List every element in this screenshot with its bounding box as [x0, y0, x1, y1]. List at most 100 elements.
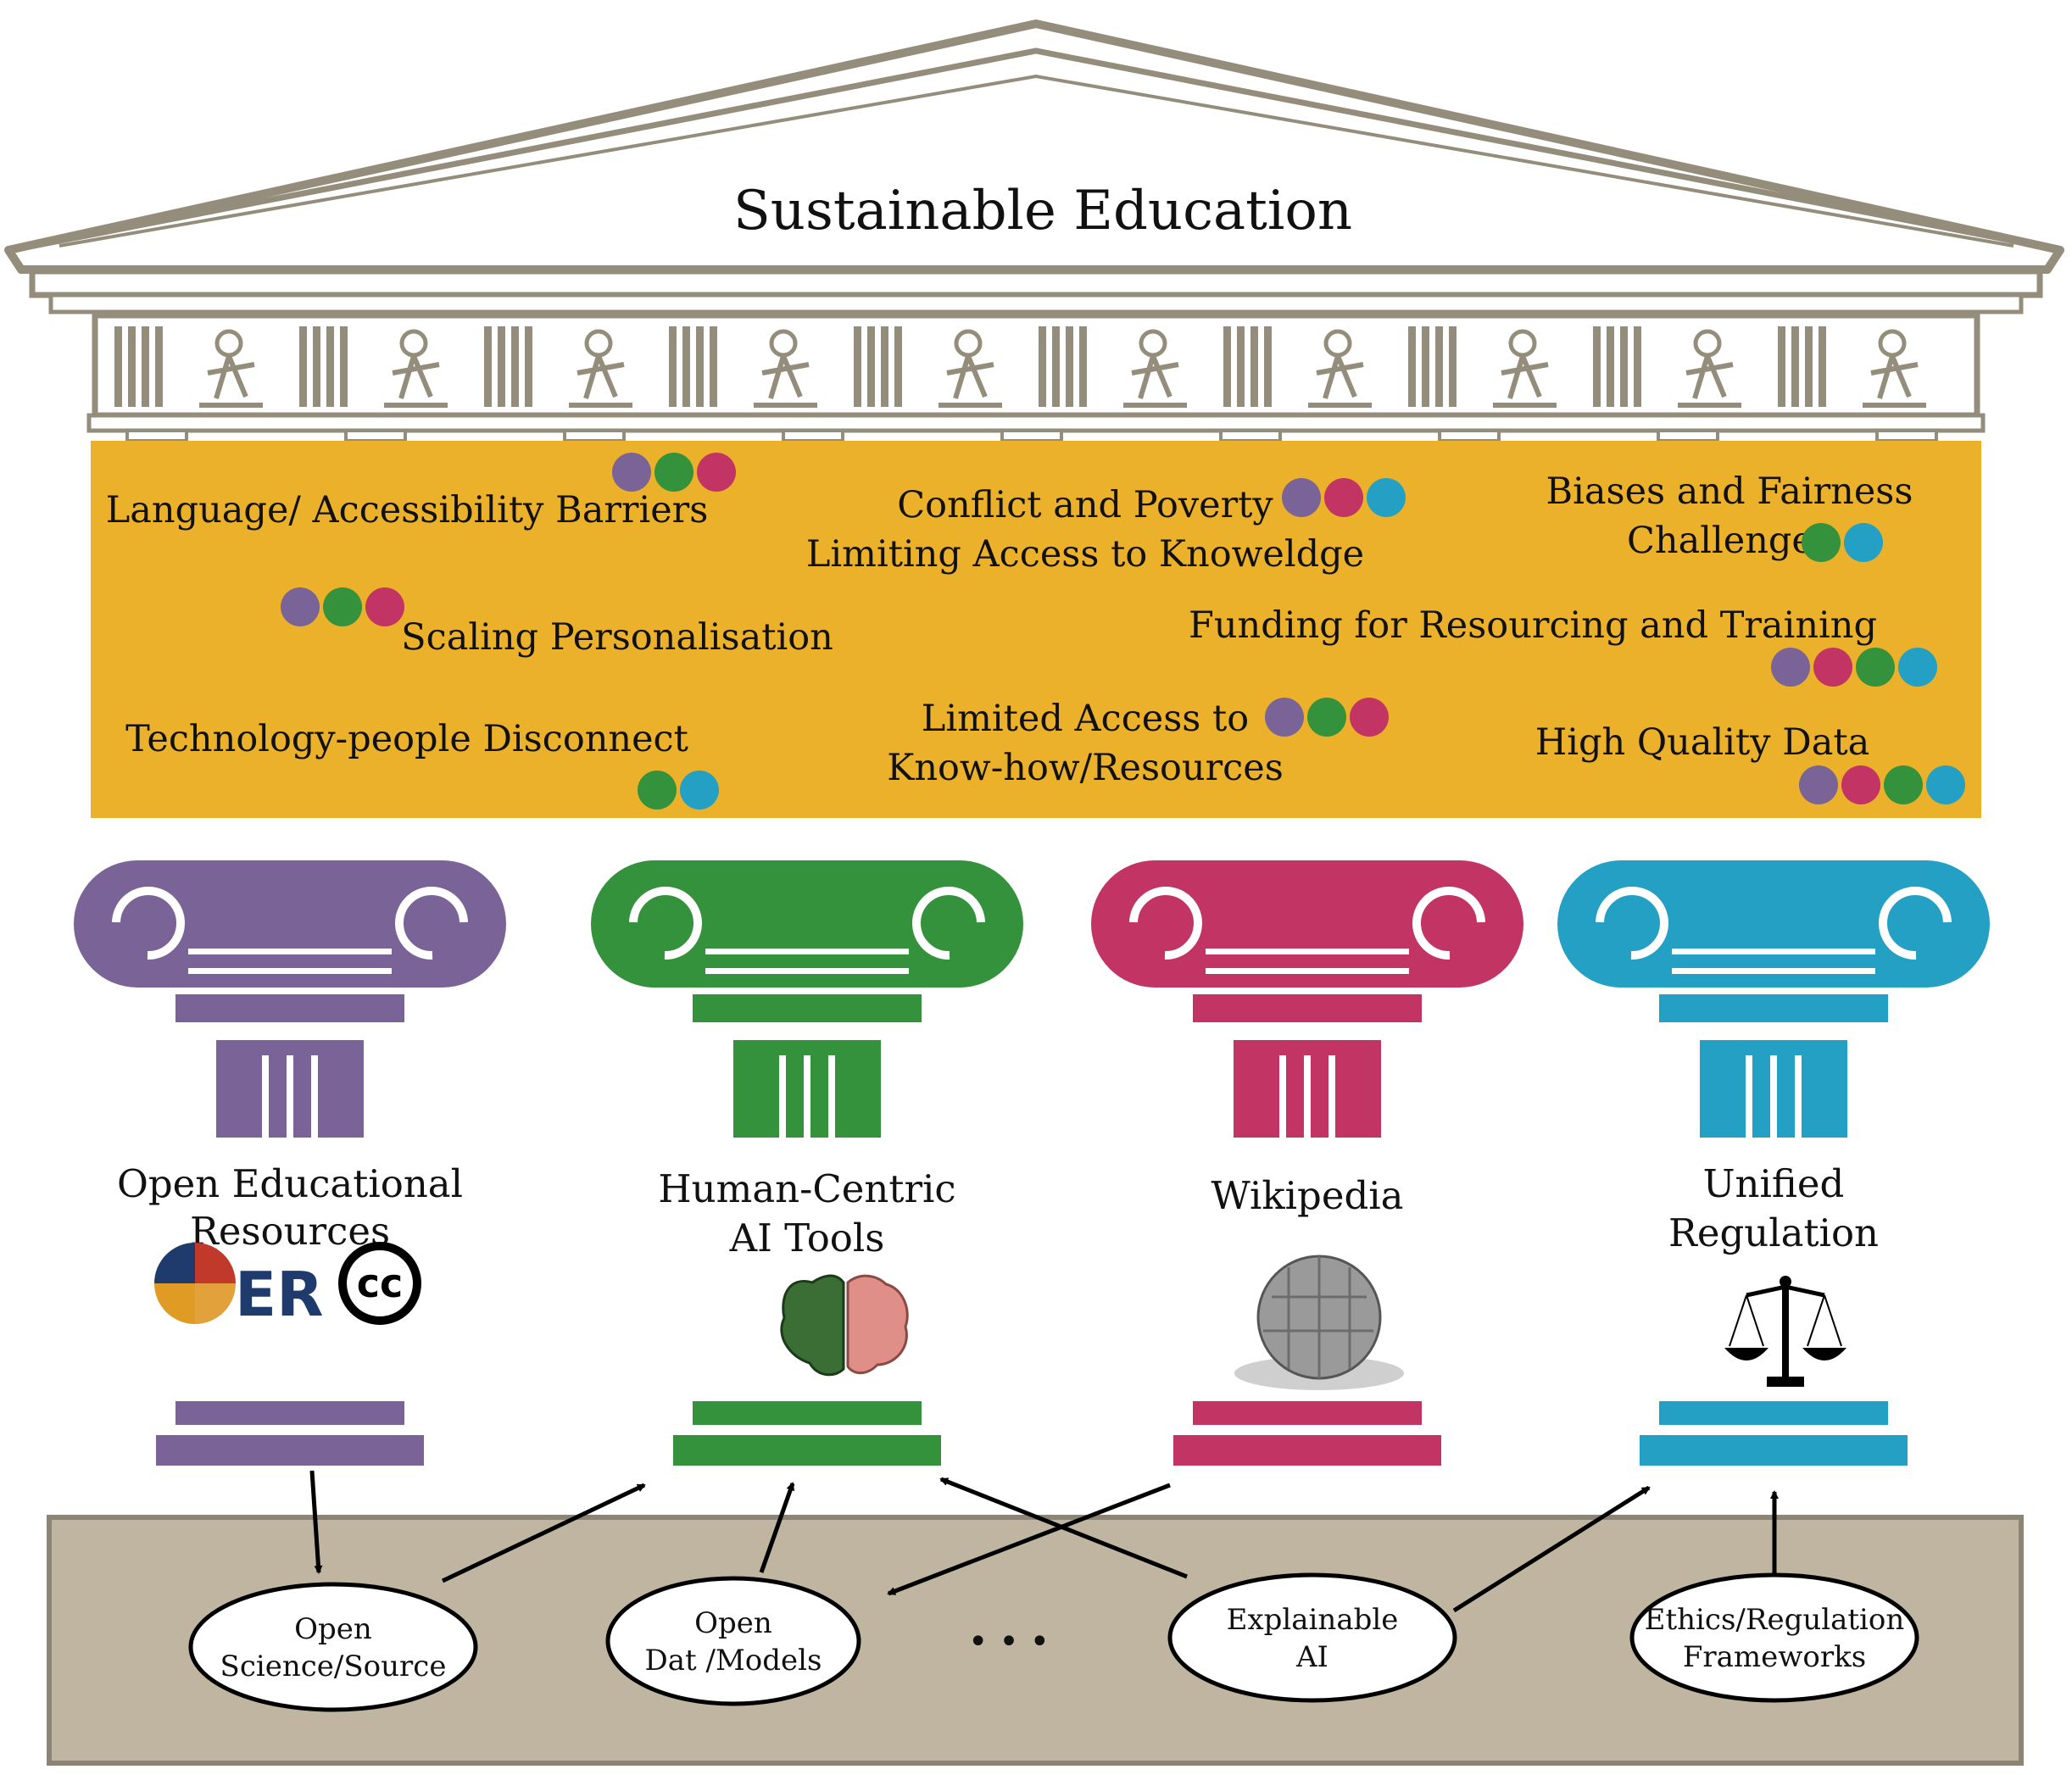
frieze-figure	[1863, 329, 1926, 408]
frieze-bracket	[563, 429, 626, 442]
cc-logo-text: cc	[357, 1260, 404, 1306]
frieze-bracket	[1875, 429, 1938, 442]
creative-commons-icon: cc	[338, 1242, 421, 1325]
frieze-figure	[939, 329, 1002, 408]
challenge-item: High Quality Data	[1535, 721, 1965, 804]
arrow-pillar-1-to-foundation-1	[309, 1470, 323, 1574]
foundation-label: Ethics/Regulation	[1645, 1603, 1905, 1637]
frieze-triglyph	[1634, 326, 1641, 407]
challenge-pillar-dot	[1265, 698, 1304, 737]
oer-logo-icon: ER	[154, 1243, 324, 1330]
temple-roof	[4, 19, 2064, 314]
challenge-label: Funding for Resourcing and Training	[1189, 604, 1877, 647]
challenge-pillar-dot	[1367, 478, 1406, 517]
pillar-label: AI Tools	[729, 1216, 885, 1260]
challenge-label: Technology-people Disconnect	[125, 718, 688, 760]
frieze-triglyph	[340, 326, 348, 407]
frieze-triglyph	[1593, 326, 1601, 407]
pillar-base-upper	[1193, 1401, 1422, 1425]
frieze-triglyph	[1607, 326, 1614, 407]
challenge-pillar-dot	[1813, 648, 1852, 687]
challenge-pillar-dot	[1799, 765, 1838, 804]
challenge-label: Biases and Fairness	[1546, 470, 1913, 513]
frieze-bracket	[344, 429, 407, 442]
pillar-label: Resources	[190, 1209, 390, 1254]
challenge-pillar-dot	[365, 587, 404, 626]
frieze-triglyph	[1791, 326, 1799, 407]
frieze-triglyph	[498, 326, 505, 407]
challenge-pillar-dot	[1856, 648, 1895, 687]
challenge-pillar-dot	[1884, 765, 1923, 804]
pillar-label: Wikipedia	[1211, 1173, 1404, 1218]
frieze-triglyph	[696, 326, 704, 407]
foundation-label: Frameworks	[1683, 1640, 1866, 1674]
challenge-pillar-dot	[323, 587, 362, 626]
frieze-triglyph	[682, 326, 690, 407]
challenge-pillar-dot	[1841, 765, 1880, 804]
frieze-triglyph	[710, 326, 717, 407]
arrow-pillar-3-to-foundation-2	[887, 1483, 1171, 1596]
frieze-figure	[754, 329, 817, 408]
challenge-label: Know-how/Resources	[887, 747, 1284, 789]
pillars-group: Open EducationalResourcesHuman-CentricAI…	[74, 860, 1990, 1466]
frieze-triglyph	[326, 326, 334, 407]
pillar-base-lower	[673, 1435, 941, 1466]
challenge-pillar-dot	[697, 453, 736, 492]
foundation-ellipse	[1629, 1572, 1919, 1703]
foundation-ellipse	[188, 1582, 478, 1712]
foundation-label: Open	[294, 1612, 372, 1646]
frieze-triglyph	[114, 326, 122, 407]
frieze-figure	[384, 329, 448, 408]
frieze-triglyph	[1819, 326, 1826, 407]
foundation-label: AI	[1295, 1640, 1328, 1674]
pillar-capital	[591, 860, 1023, 988]
challenge-item: Language/ Accessibility Barriers	[106, 453, 736, 531]
frieze-bracket	[1657, 429, 1719, 442]
pillar-base-upper	[1659, 1401, 1888, 1425]
frieze-bracket	[1438, 429, 1501, 442]
frieze-triglyph	[525, 326, 532, 407]
challenge-pillar-dot	[1771, 648, 1810, 687]
frieze-bracket	[125, 429, 188, 442]
frieze-triglyph	[1435, 326, 1443, 407]
arrow-foundation-2-to-pillar-2	[759, 1482, 795, 1573]
ellipsis: • • •	[968, 1622, 1050, 1661]
scales-of-justice-icon	[1724, 1276, 1846, 1387]
pillar-base-upper	[693, 1401, 922, 1425]
frieze-triglyph	[1620, 326, 1628, 407]
foundation-ellipse	[605, 1576, 861, 1706]
frieze-triglyph	[881, 326, 888, 407]
frieze-triglyph	[1079, 326, 1087, 407]
challenge-pillar-dot	[638, 771, 677, 810]
challenge-pillar-dot	[1802, 523, 1841, 562]
challenge-item: Scaling Personalisation	[281, 587, 833, 659]
pillar-capital	[74, 860, 506, 988]
arrows-group	[309, 1470, 1779, 1613]
pillar-label: Human-Centric	[658, 1166, 955, 1211]
pillar-base-lower	[156, 1435, 424, 1466]
temple-frieze	[86, 312, 1986, 442]
challenge-label: Conflict and Poverty	[897, 484, 1273, 526]
pillar-label: Open Educational	[117, 1161, 463, 1206]
pillar-abacus	[1659, 994, 1888, 1022]
challenges-group: Language/ Accessibility Barriers Conflict…	[106, 453, 1965, 810]
challenge-pillar-dot	[1926, 765, 1965, 804]
frieze-triglyph	[1805, 326, 1813, 407]
challenges-band	[91, 441, 1981, 818]
frieze-triglyph	[484, 326, 492, 407]
challenge-pillar-dot	[612, 453, 651, 492]
pillar-crimson: Wikipedia	[1091, 860, 1523, 1466]
challenge-pillar-dot	[1844, 523, 1883, 562]
challenge-label: Limiting Access to Knoweldge	[806, 533, 1364, 576]
pillar-abacus	[1193, 994, 1422, 1022]
frieze-triglyph	[511, 326, 519, 407]
